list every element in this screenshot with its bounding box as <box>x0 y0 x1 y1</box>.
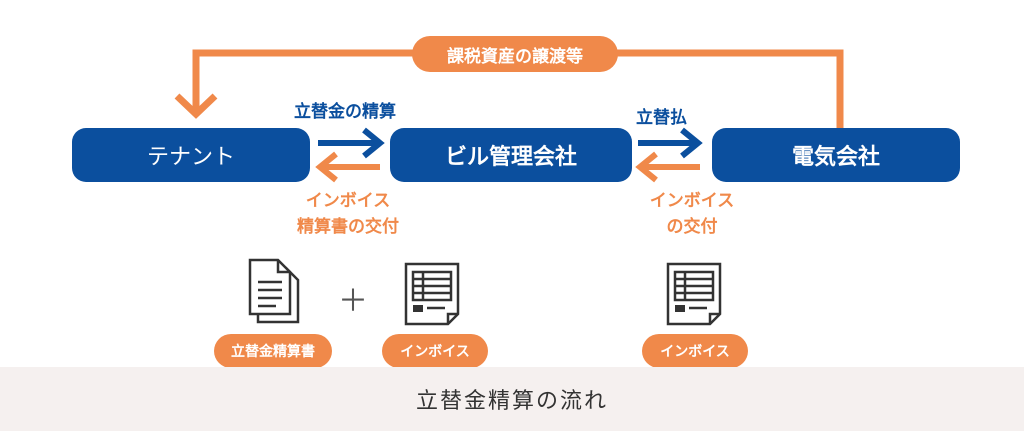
node-electric-company-label: 電気会社 <box>791 145 880 170</box>
settlement-doc-pill: 立替金精算書 <box>214 334 332 368</box>
tenant-to-mgmt-arrow-head <box>362 127 385 159</box>
invoice-label-right: インボイス <box>660 344 730 360</box>
electric-to-mgmt-arrow-head <box>635 151 658 183</box>
invoice-pill-left: インボイス <box>382 334 488 368</box>
top-loop-label: 課税資産の譲渡等 <box>412 36 618 72</box>
mgmt-to-electric-label: 立替払 <box>636 108 687 128</box>
invoice-label-left: インボイス <box>400 344 470 360</box>
invoice-icon-right <box>666 262 722 326</box>
tenant-to-mgmt-label: 立替金の精算 <box>294 102 396 122</box>
electric-to-mgmt-label-line1: インボイス <box>649 191 735 211</box>
mgmt-to-tenant-arrow-head <box>315 151 338 183</box>
node-building-mgmt: ビル管理会社 <box>390 128 632 182</box>
node-building-mgmt-label: ビル管理会社 <box>444 145 577 170</box>
invoice-icon-left <box>404 262 460 326</box>
mgmt-to-tenant-label-line2: 精算書の交付 <box>297 217 399 237</box>
mgmt-to-tenant-label: インボイス 精算書の交付 <box>268 188 428 240</box>
mgmt-to-electric-arrow-head <box>680 127 703 159</box>
electric-to-mgmt-label-line2: の交付 <box>666 217 718 237</box>
caption-text: 立替金精算の流れ <box>415 389 608 414</box>
top-loop-label-text: 課税資産の譲渡等 <box>447 46 583 67</box>
plus-sign: ＋ <box>338 284 368 319</box>
invoice-pill-right: インボイス <box>642 334 748 368</box>
caption-bar: 立替金精算の流れ <box>0 367 1024 431</box>
top-loop-arrow-head <box>174 93 218 119</box>
mgmt-to-tenant-label-line1: インボイス <box>305 191 391 211</box>
node-electric-company: 電気会社 <box>712 128 960 182</box>
node-tenant-label: テナント <box>146 145 235 170</box>
settlement-doc-label: 立替金精算書 <box>231 344 315 360</box>
electric-to-mgmt-label: インボイス の交付 <box>612 188 772 240</box>
settlement-document-icon <box>248 258 300 324</box>
node-tenant: テナント <box>72 128 310 182</box>
